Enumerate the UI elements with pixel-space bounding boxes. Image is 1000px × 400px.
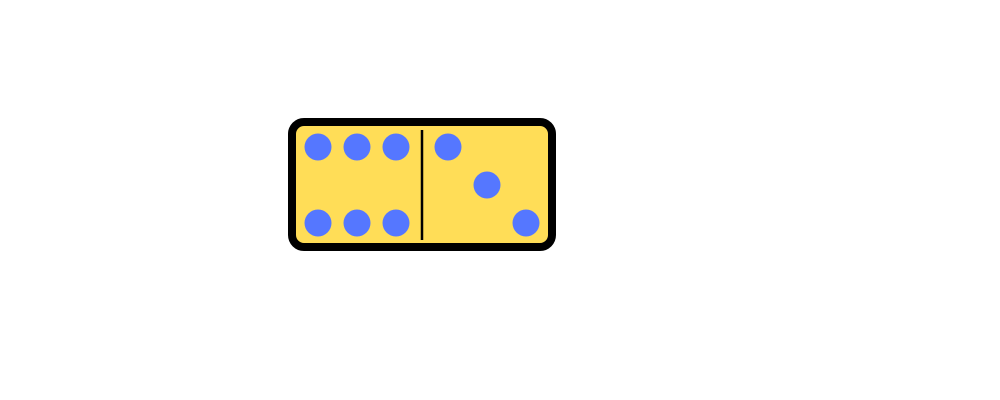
left-half-pips [304, 133, 410, 237]
pip [434, 133, 462, 161]
pip [473, 171, 501, 199]
pip [382, 209, 410, 237]
pip [304, 209, 332, 237]
pip [343, 209, 371, 237]
pip [382, 133, 410, 161]
pip [512, 209, 540, 237]
pip [343, 133, 371, 161]
right-half-pips [434, 133, 540, 237]
domino-tile [288, 118, 556, 251]
pip [304, 133, 332, 161]
